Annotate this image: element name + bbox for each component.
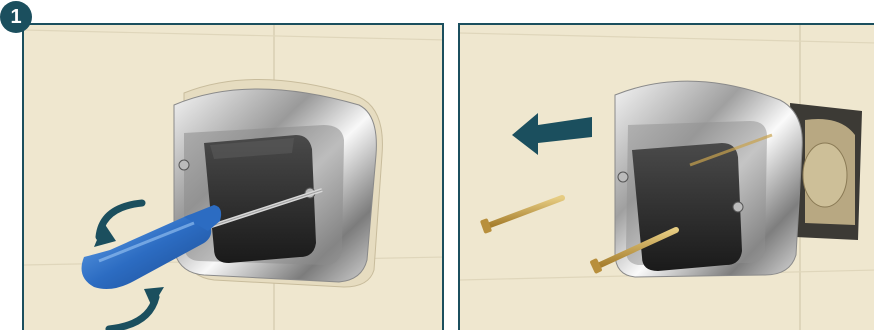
unscrew-illustration [24, 25, 444, 330]
step-illustration-remove [458, 23, 874, 330]
step-number-badge: 1 [0, 1, 32, 33]
remove-plate-illustration [460, 25, 874, 330]
step-illustration-unscrew [22, 23, 444, 330]
